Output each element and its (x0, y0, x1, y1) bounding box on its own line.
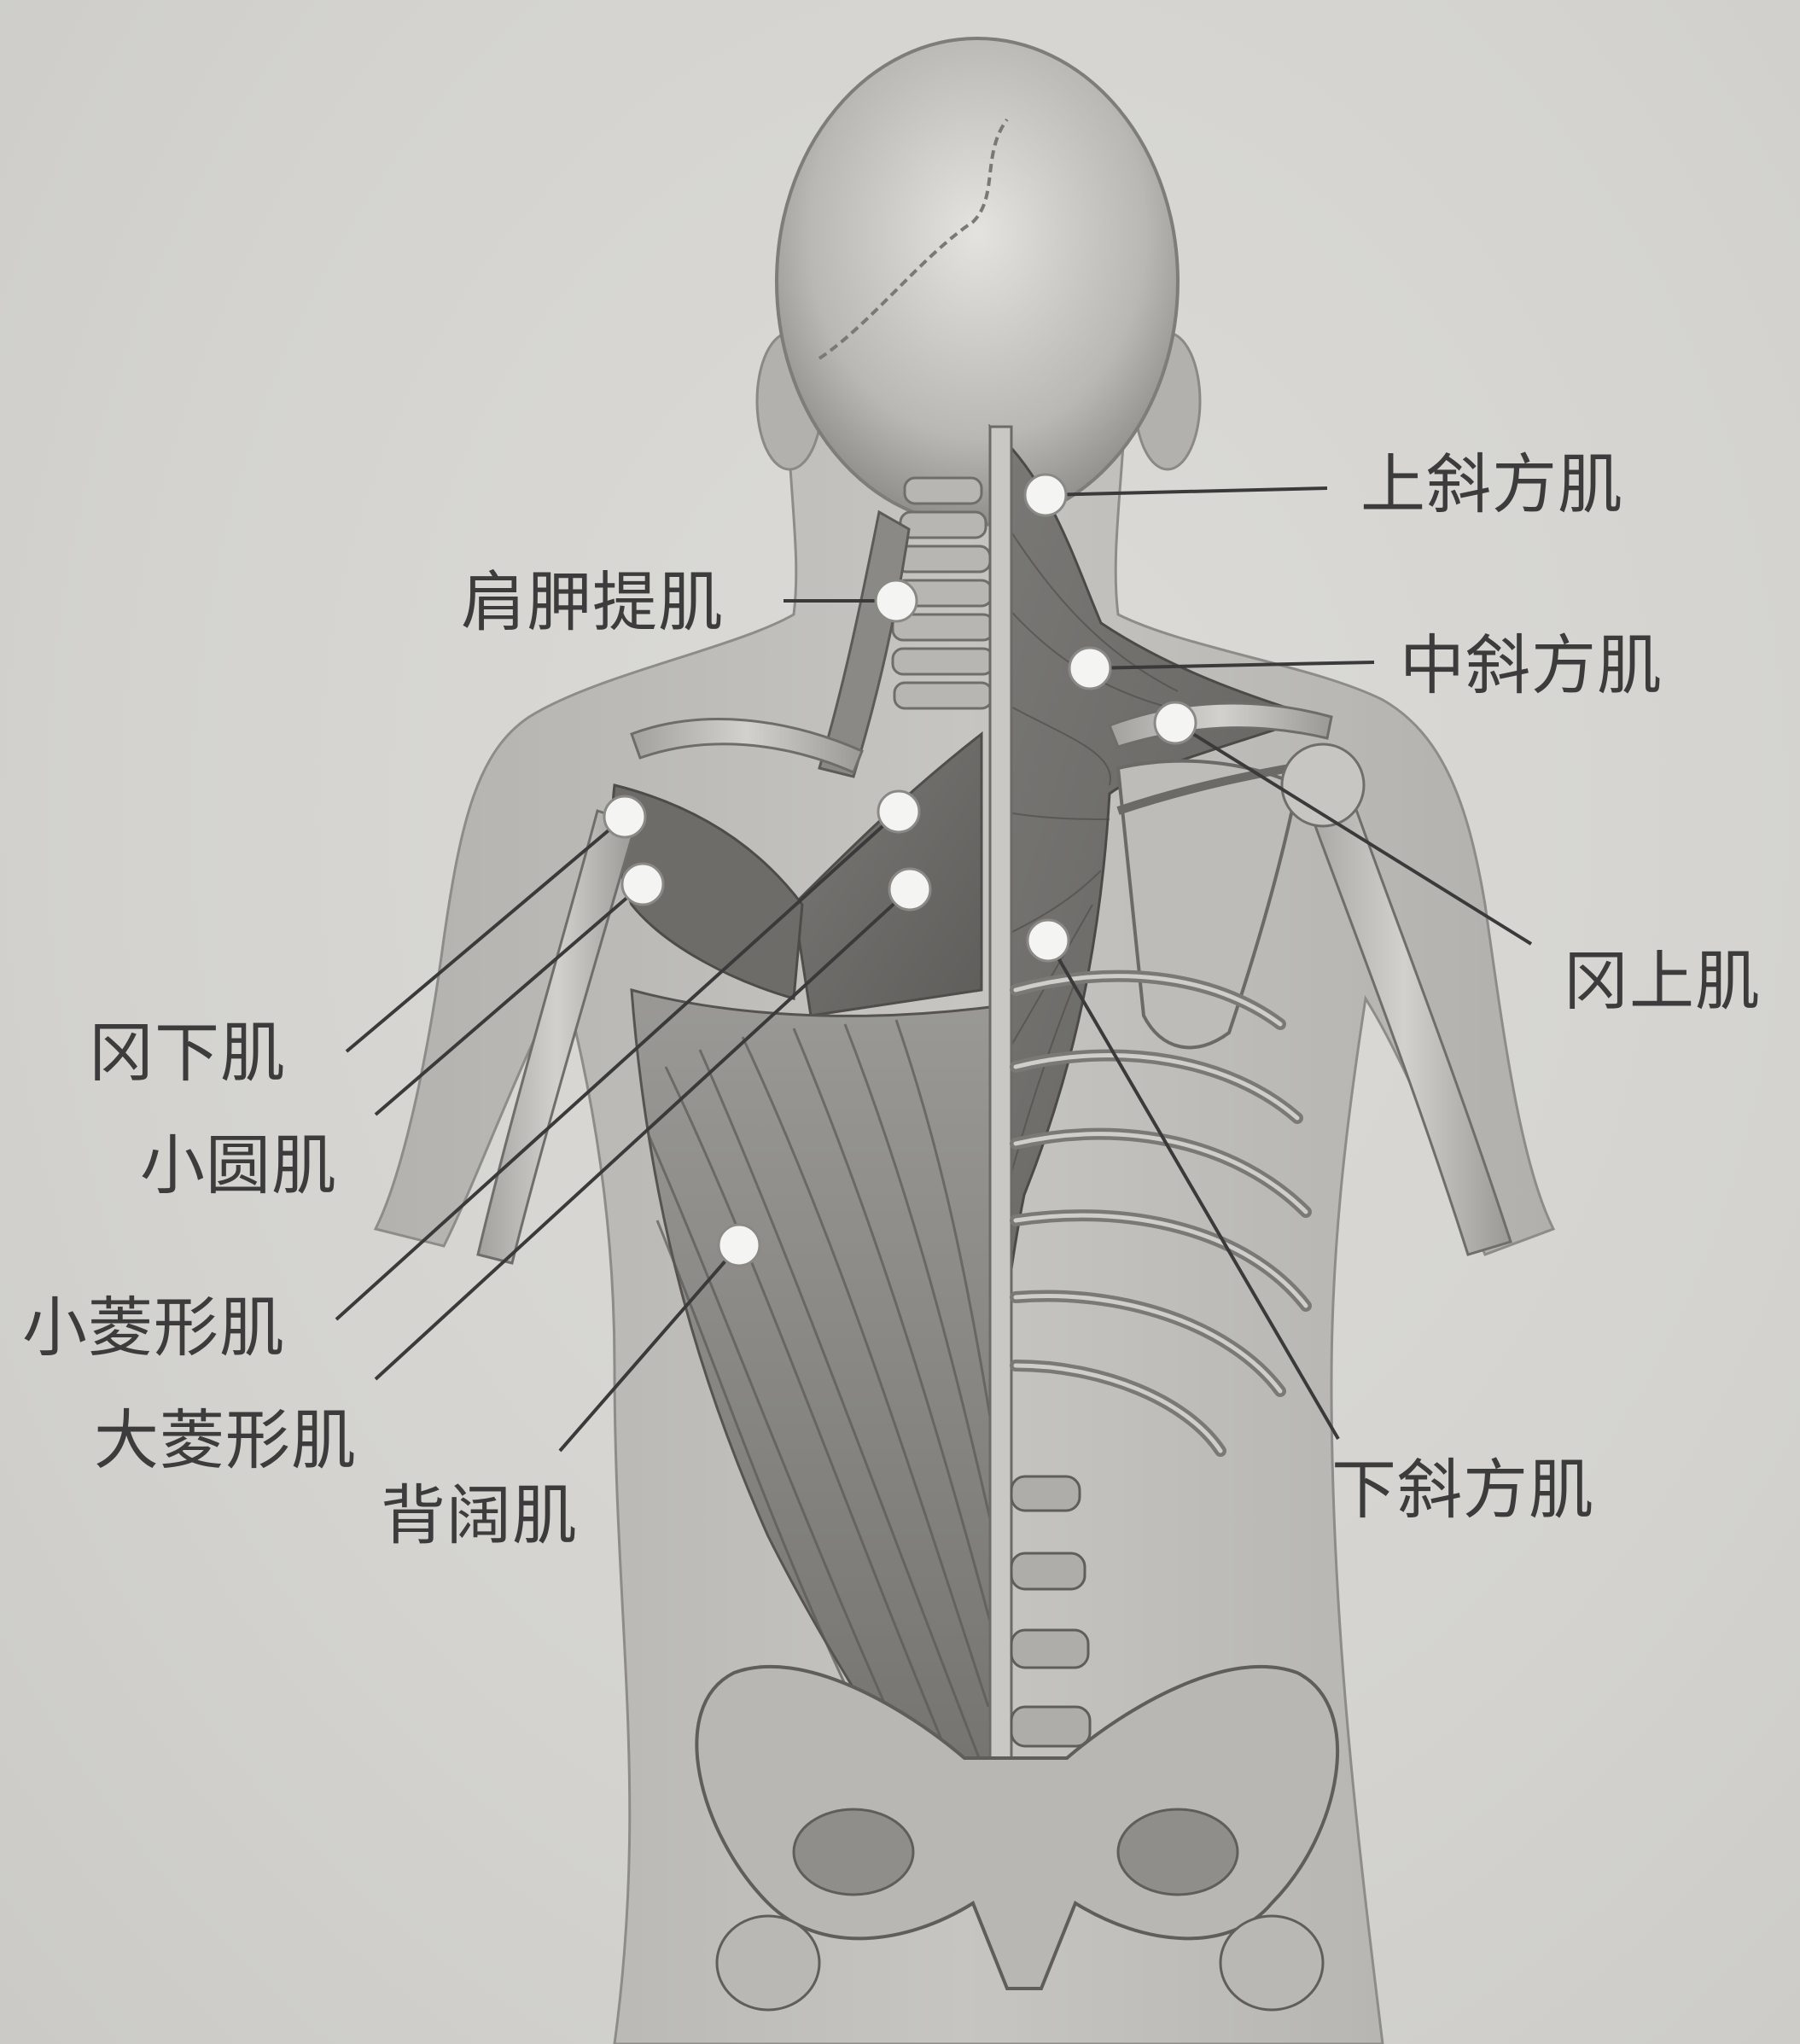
label-middle-trapezius: 中斜方肌 (1400, 633, 1663, 698)
left-femoral-head (717, 1916, 819, 2010)
marker-latissimus-dorsi (719, 1225, 760, 1266)
marker-rhomboid-major (889, 869, 930, 910)
marker-upper-trapezius (1025, 475, 1066, 515)
marker-teres-minor (622, 864, 663, 905)
marker-supraspinatus (1155, 702, 1196, 743)
label-latissimus-dorsi: 背阔肌 (381, 1483, 578, 1548)
pelvis-right-opening (1118, 1809, 1238, 1895)
skull (777, 38, 1178, 525)
pelvis-left-opening (794, 1809, 913, 1895)
label-supraspinatus: 冈上肌 (1564, 949, 1761, 1014)
spine (990, 427, 1011, 1946)
marker-lower-trapezius (1028, 920, 1069, 961)
label-upper-trapezius: 上斜方肌 (1360, 452, 1623, 517)
marker-middle-trapezius (1069, 648, 1110, 689)
label-teres-minor: 小圆肌 (140, 1133, 337, 1198)
right-femoral-head (1220, 1916, 1323, 2010)
label-rhomboid-minor: 小菱形肌 (22, 1296, 285, 1360)
label-rhomboid-major: 大菱形肌 (94, 1408, 357, 1473)
marker-rhomboid-minor (878, 791, 919, 832)
marker-infraspinatus (604, 796, 645, 837)
marker-levator-scapulae (876, 580, 917, 621)
label-infraspinatus: 冈下肌 (89, 1021, 286, 1086)
label-lower-trapezius: 下斜方肌 (1331, 1458, 1594, 1523)
label-levator-scapulae: 肩胛提肌 (461, 570, 724, 635)
